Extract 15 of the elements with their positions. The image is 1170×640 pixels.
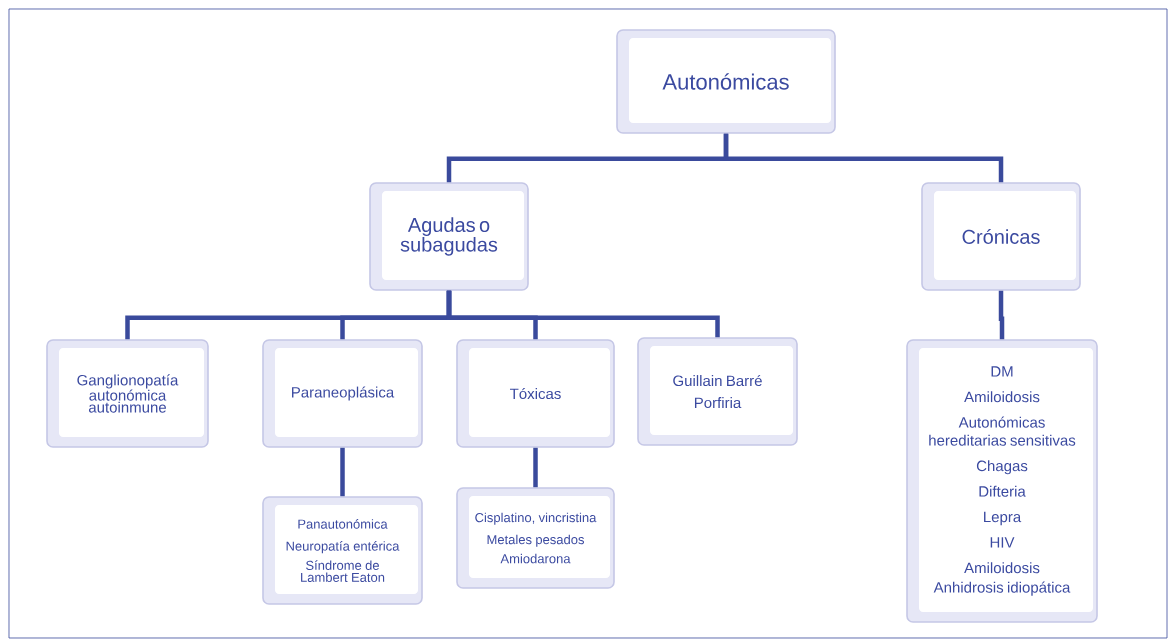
category-box: Paraneoplásica <box>262 339 423 448</box>
connector-line <box>723 133 1004 183</box>
category-box: Agudas o subagudas <box>369 182 529 291</box>
category-box: Panautonómica Neuropatía entérica Síndrome de Lambert Eaton <box>262 496 423 605</box>
connector-line <box>533 447 538 488</box>
connector-line <box>446 290 720 338</box>
category-box: Ganglionopatía autonómica autoinmune <box>46 339 209 448</box>
category-box: Cisplatino, vincristina Metales pesados Amiodarona <box>456 487 615 589</box>
connector-line <box>998 290 1005 340</box>
category-box: Guillain Barré Porfiria <box>637 337 798 446</box>
category-box: Tóxicas <box>456 339 615 448</box>
category-box: Crónicas <box>921 182 1081 291</box>
category-box: DM Amiloidosis Autonómicas hereditarias sensitivas Chagas Difteria Lepra HIV Amiloidosis Anhidrosis idiopática <box>906 339 1098 623</box>
connector-line <box>340 447 345 497</box>
category-box: Autonómicas <box>616 29 836 134</box>
